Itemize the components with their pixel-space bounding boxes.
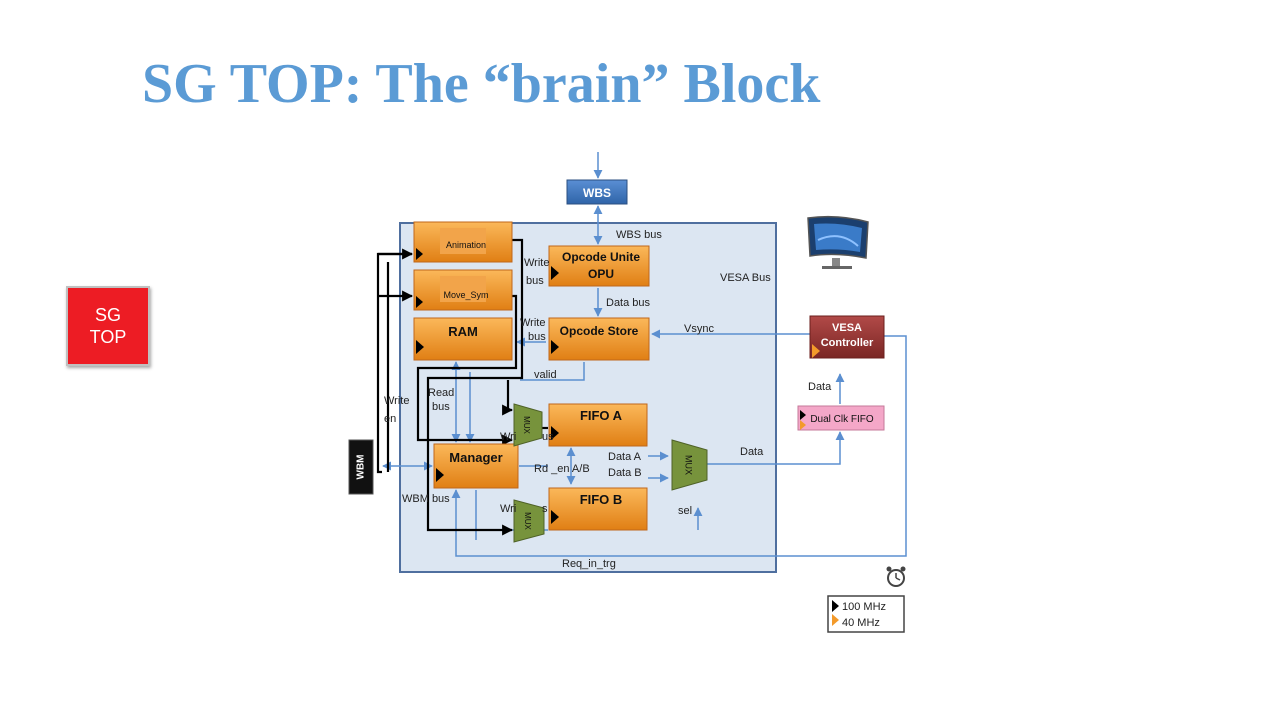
clock-100mhz: 100 MHz: [842, 601, 886, 613]
svg-text:Opcode Unite: Opcode Unite: [562, 250, 640, 264]
clock-icon: [886, 566, 906, 587]
svg-text:Animation: Animation: [446, 240, 486, 250]
svg-text:RAM: RAM: [448, 324, 478, 339]
svg-text:FIFO A: FIFO A: [580, 408, 623, 423]
wbs-block: WBS: [566, 179, 628, 205]
manager-block: Manager: [433, 443, 519, 489]
dual-clk-fifo-block: Dual Clk FIFO: [797, 405, 885, 431]
fifo-b-block: FIFO B: [548, 487, 648, 531]
label-bus-1: bus: [526, 275, 544, 287]
svg-text:Dual Clk FIFO: Dual Clk FIFO: [810, 414, 874, 425]
svg-text:Manager: Manager: [449, 450, 502, 465]
label-en: en: [384, 413, 396, 425]
vesa-controller-block: VESA Controller: [809, 315, 885, 359]
clock-40mhz: 40 MHz: [842, 617, 880, 629]
label-us-a: us: [542, 431, 554, 443]
label-write-2: Write: [520, 317, 545, 329]
svg-text:Controller: Controller: [821, 337, 874, 349]
label-write-1: Write: [524, 257, 549, 269]
label-bus-2: bus: [528, 331, 546, 343]
svg-text:MUX: MUX: [523, 512, 532, 530]
label-vesa-bus: VESA Bus: [720, 272, 771, 284]
mux-b: MUX: [513, 499, 545, 543]
label-wr-b: Wri: [500, 503, 516, 515]
svg-text:WBM: WBM: [356, 455, 367, 480]
label-s-b: s: [542, 503, 548, 515]
label-wbs-bus: WBS bus: [616, 229, 662, 241]
mux-a: MUX: [513, 403, 543, 447]
fifo-a-block: FIFO A: [548, 403, 648, 447]
label-vsync: Vsync: [684, 323, 714, 335]
label-read: Read: [428, 387, 454, 399]
control-lines: [376, 238, 548, 536]
signal-labels: WBS bus VESA Bus Write bus Data bus Vsyn…: [384, 229, 832, 570]
svg-text:MUX: MUX: [522, 416, 531, 434]
label-req-in-trg: Req_in_trg: [562, 558, 616, 570]
svg-text:Move_Sym: Move_Sym: [443, 290, 488, 300]
label-data-a: Data A: [608, 451, 642, 463]
signal-arrows: [382, 152, 907, 557]
svg-text:WBS: WBS: [583, 186, 611, 200]
label-read-bus: bus: [432, 401, 450, 413]
svg-text:VESA: VESA: [832, 322, 862, 334]
label-rd-en: Rd _en A/B: [534, 463, 590, 475]
mux-output: MUX: [671, 439, 708, 491]
wbm-block: WBM: [348, 439, 374, 495]
svg-text:MUX: MUX: [684, 455, 694, 475]
label-wbm-bus: WBM bus: [402, 493, 450, 505]
label-valid: valid: [534, 369, 557, 381]
label-data-out: Data: [740, 446, 764, 458]
svg-text:Opcode Store: Opcode Store: [560, 324, 639, 338]
animation-block: Animation: [413, 221, 513, 263]
svg-text:FIFO B: FIFO B: [580, 492, 623, 507]
label-write-en: Write: [384, 395, 409, 407]
opcode-store-block: Opcode Store: [548, 317, 650, 361]
label-data-bus: Data bus: [606, 297, 651, 309]
sg-top-box: SG TOP: [66, 286, 150, 366]
slide-title: SG TOP: The “brain” Block: [142, 53, 821, 115]
move-sym-block: Move_Sym: [413, 269, 513, 311]
label-wr-a: Wri: [500, 431, 516, 443]
opu-block: Opcode Unite OPU: [548, 245, 650, 287]
label-data-b: Data B: [608, 467, 642, 479]
clock-legend: 100 MHz 40 MHz: [827, 595, 905, 633]
ram-block: RAM: [413, 317, 513, 361]
svg-text:OPU: OPU: [588, 267, 614, 281]
monitor-icon: [807, 215, 869, 269]
label-data-vesa: Data: [808, 381, 832, 393]
sg-top-label: SG TOP: [89, 305, 127, 347]
label-sel: sel: [678, 505, 692, 517]
